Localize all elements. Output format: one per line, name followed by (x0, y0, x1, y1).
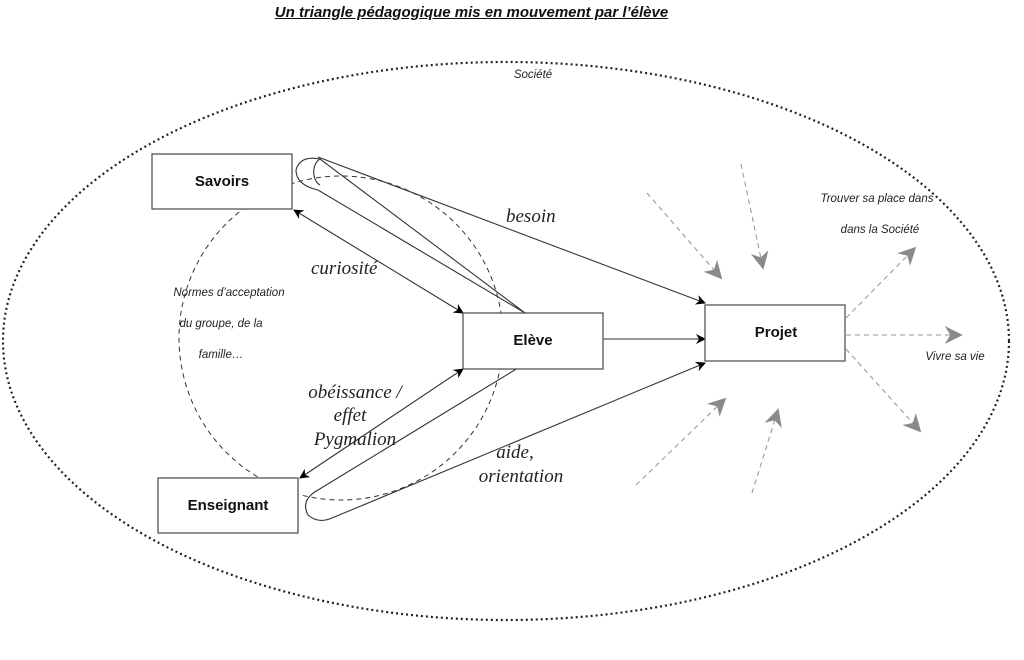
outcome-arrow-down (845, 348, 922, 433)
influence-arrow-incoming (646, 192, 723, 280)
savoirs-to-eleve-line (295, 169, 526, 314)
norms-label-3: famille… (199, 349, 244, 361)
savoirs-loop-curve (295, 157, 321, 171)
aide-label-1: aide, (496, 442, 533, 463)
group-norms-circle (178, 175, 504, 501)
projet-node[interactable]: Projet (704, 304, 846, 362)
obeissance-label-2: effet (334, 405, 367, 426)
diagram-title: Un triangle pédagogique mis en mouvement… (274, 4, 669, 21)
aide-label-2: orientation (479, 466, 563, 487)
vivre-label: Vivre sa vie (925, 351, 984, 363)
society-ellipse (1, 60, 1011, 622)
enseignant-node[interactable]: Enseignant (157, 477, 299, 534)
society-label: Société (514, 69, 552, 81)
curiosite-label: curiosité (311, 258, 379, 279)
obeissance-label-3: Pygmalion (313, 429, 396, 450)
influence-arrow-incoming (635, 397, 727, 486)
norms-label-1: Normes d’acceptation (173, 287, 284, 299)
besoin-arrow (317, 156, 706, 305)
projet-label: Projet (755, 324, 798, 341)
savoirs-node[interactable]: Savoirs (151, 153, 293, 210)
eleve-label: Elève (513, 332, 552, 349)
influence-arrow-incoming (751, 408, 782, 494)
aide-orientation-arrow (305, 361, 706, 521)
curiosite-arrow (293, 209, 464, 314)
influence-arrow-incoming (740, 163, 769, 270)
outcome-arrow-place (845, 246, 917, 319)
obeissance-arrow (299, 368, 464, 479)
savoirs-loop-inner (313, 158, 526, 314)
enseignant-label: Enseignant (188, 497, 269, 514)
norms-label-2: du groupe, de la (179, 318, 262, 330)
obeissance-label-1: obéissance / (308, 382, 403, 403)
place-label-1: Trouver sa place dans (821, 193, 934, 205)
besoin-label: besoin (506, 206, 556, 227)
eleve-node[interactable]: Elève (462, 312, 604, 370)
savoirs-label: Savoirs (195, 173, 249, 190)
place-label-2: dans la Société (841, 224, 920, 236)
